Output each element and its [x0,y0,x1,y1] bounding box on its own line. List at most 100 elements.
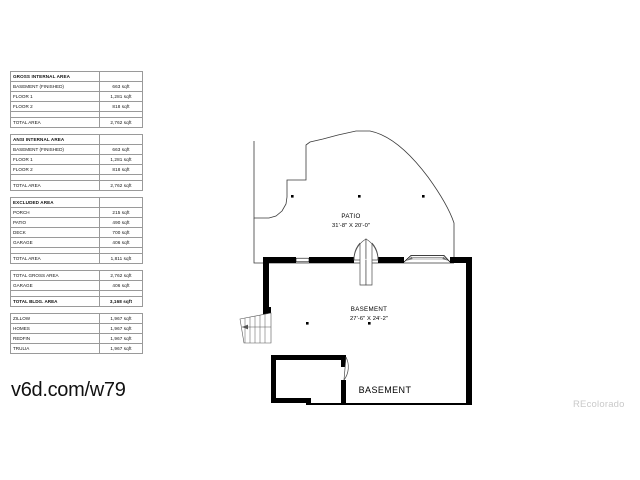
partition-step [306,398,311,405]
table-row: ZILLOW 1,967 sqft [10,313,143,324]
stair-outline-icon [239,312,272,344]
post-marker-icon [358,195,361,198]
row-value: 700 sqft [99,227,143,238]
table-header-row: GROSS INTERNAL AREA [10,71,143,82]
table-building-summary: TOTAL GROSS AREA 2,762 sqft GARAGE 406 s… [10,270,143,307]
total-label: TOTAL AREA [10,253,100,264]
table-row: FLOOR 2 818 sqft [10,164,143,175]
total-value: 3,168 sqft [99,296,143,307]
row-value: 406 sqft [99,280,143,291]
row-value: 1,281 sqft [99,91,143,102]
interior-door-leaf-icon [343,356,347,381]
row-value: 215 sqft [99,207,143,218]
staircase [239,312,272,344]
table-row: FLOOR 2 818 sqft [10,101,143,112]
table-row: PATIO 490 sqft [10,217,143,228]
table-row: GARAGE 406 sqft [10,237,143,248]
table-title-value [99,71,143,82]
partition-bottom [271,398,311,403]
stair-treads-icon [244,314,266,343]
row-label: REDFIN [10,333,100,344]
row-value: 1,281 sqft [99,154,143,165]
table-row: BASEMENT (FINISHED) 663 sqft [10,81,143,92]
wall-right [466,257,472,405]
table-title-value [99,134,143,145]
stair-direction-arrow-icon [242,324,248,330]
row-label: GARAGE [10,280,100,291]
partition-right-upper [341,355,346,367]
partition-left [271,355,276,403]
table-header-row: EXCLUDED AREA [10,197,143,208]
table-header-row: ANSI INTERNAL AREA [10,134,143,145]
basement-room-dims: 27'-6" X 24'-2" [350,316,388,322]
row-value: 490 sqft [99,217,143,228]
table-row: DECK 700 sqft [10,227,143,238]
table-total-row: TOTAL BLDG. AREA 3,168 sqft [10,296,143,307]
window-frame-icon [295,257,310,263]
row-label: ZILLOW [10,313,100,324]
bay-window-arrow-right-icon [442,256,449,261]
table-excluded-area: EXCLUDED AREA PORCH 215 sqft PATIO 490 s… [10,197,143,264]
area-tables-panel: GROSS INTERNAL AREA BASEMENT (FINISHED) … [10,71,143,360]
floor-plan-drawing: PATIO 31'-8" X 20'-0" [238,55,638,405]
partition-right-lower [341,380,346,405]
door-swing-main [353,238,379,286]
row-value: 1,967 sqft [99,323,143,334]
table-row: FLOOR 1 1,281 sqft [10,91,143,102]
table-total-row: TOTAL AREA 2,762 sqft [10,180,143,191]
door-panel-right-icon [365,243,373,286]
table-total-row: TOTAL AREA 1,811 sqft [10,253,143,264]
row-label: GARAGE [10,237,100,248]
wall-top-left [263,257,296,263]
total-value: 2,762 sqft [99,180,143,191]
post-marker-icon [368,322,371,325]
bay-window-glass-icon [407,257,448,261]
door-leaf-right-icon [371,242,379,261]
site-watermark: v6d.com/w79 [11,379,126,401]
table-row: HOMES 1,967 sqft [10,323,143,334]
total-label: TOTAL BLDG. AREA [10,296,100,307]
table-row: FLOOR 1 1,281 sqft [10,154,143,165]
wall-bottom [311,403,472,405]
door-leaf-left-icon [353,242,361,261]
row-value: 406 sqft [99,237,143,248]
provider-watermark: REcolorado [573,399,625,410]
door-swing-interior [343,356,349,381]
table-title: ANSI INTERNAL AREA [10,134,100,145]
wall-top-right [450,257,472,263]
row-value: 1,967 sqft [99,313,143,324]
row-value: 1,967 sqft [99,333,143,344]
row-label: TRULIA [10,343,100,354]
post-marker-icon [306,322,309,325]
total-label: TOTAL AREA [10,117,100,128]
row-value: 818 sqft [99,164,143,175]
wall-left-upper [263,257,269,307]
row-value: 818 sqft [99,101,143,112]
patio-room-dims: 31'-8" X 20'-0" [332,223,370,229]
row-label: FLOOR 1 [10,154,100,165]
table-row: TOTAL GROSS AREA 2,762 sqft [10,270,143,281]
patio-room-name: PATIO [341,213,360,220]
table-title-value [99,197,143,208]
row-value: 1,967 sqft [99,343,143,354]
table-row: BASEMENT (FINISHED) 663 sqft [10,144,143,155]
floor-caption: BASEMENT [359,385,412,395]
table-title: GROSS INTERNAL AREA [10,71,100,82]
bay-window-top-right [403,255,451,263]
table-ansi-internal-area: ANSI INTERNAL AREA BASEMENT (FINISHED) 6… [10,134,143,191]
table-row: PORCH 215 sqft [10,207,143,218]
wall-top-left-2 [309,257,354,263]
table-gross-internal-area: GROSS INTERNAL AREA BASEMENT (FINISHED) … [10,71,143,128]
row-value: 663 sqft [99,81,143,92]
interior-partitions-group [271,355,346,405]
basement-room-name: BASEMENT [351,306,387,313]
total-value: 1,811 sqft [99,253,143,264]
row-label: FLOOR 2 [10,101,100,112]
interior-door-arc-icon [343,356,349,381]
table-row: GARAGE 406 sqft [10,280,143,291]
patio-post-markers [291,195,425,198]
post-marker-icon [291,195,294,198]
total-label: TOTAL AREA [10,180,100,191]
table-row: REDFIN 1,967 sqft [10,333,143,344]
bay-window-arrow-left-icon [405,256,413,261]
